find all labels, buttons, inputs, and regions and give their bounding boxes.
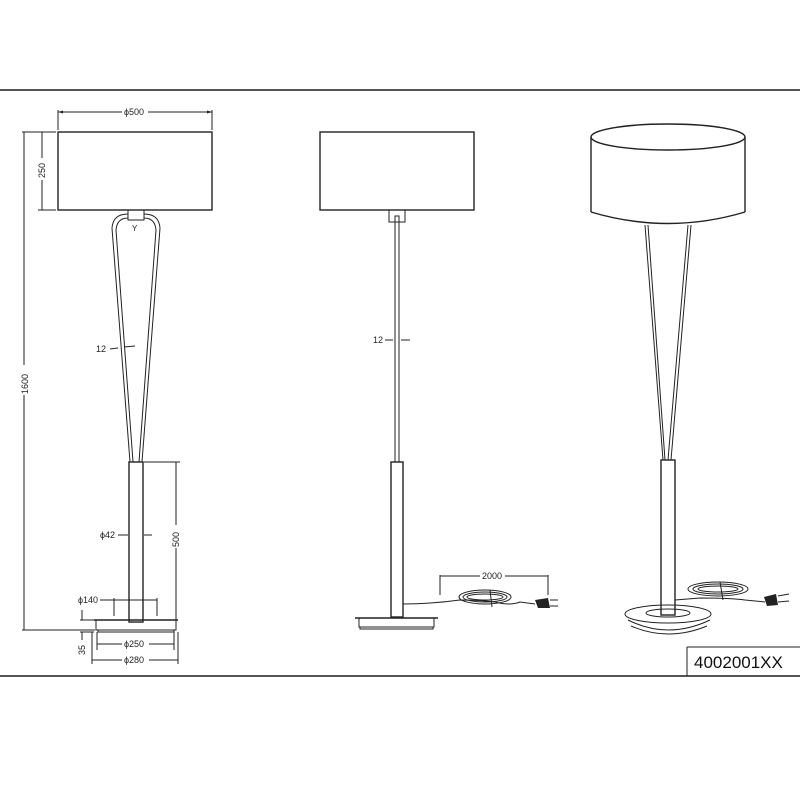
dim-base-height: 35: [77, 645, 87, 655]
lamp-shade-side: [319, 131, 475, 211]
perspective-view: [590, 123, 790, 635]
lamp-column-perspective: [660, 459, 676, 616]
front-view: ϕ500 250 1600 Y 12 500 ϕ42: [20, 107, 213, 665]
lamp-socket: [127, 209, 145, 221]
dim-column-height: 500: [171, 532, 181, 547]
dim-shade-diameter: ϕ500: [124, 107, 144, 117]
plug-icon: [535, 598, 550, 608]
dim-rod-width: 12: [96, 344, 106, 354]
lamp-column: [128, 461, 144, 623]
lamp-column-side: [390, 461, 404, 618]
lamp-shade: [57, 131, 213, 211]
dim-base-inner-diameter: ϕ250: [124, 639, 144, 649]
dim-total-height: 1600: [20, 374, 30, 394]
dim-inner-ring-diameter: ϕ140: [78, 595, 98, 605]
dim-column-diameter: ϕ42: [100, 530, 115, 540]
dim-base-outer-diameter: ϕ280: [124, 655, 144, 665]
plug-icon-perspective: [764, 594, 778, 606]
dim-shade-height: 250: [37, 163, 47, 178]
dim-rod-width-side: 12: [373, 335, 383, 345]
side-view: 12 2000: [319, 131, 558, 630]
shade-top-ellipse: [590, 123, 746, 151]
dim-cable-length: 2000: [482, 571, 502, 581]
product-code: 4002001XX: [694, 653, 783, 672]
svg-text:Y: Y: [132, 224, 138, 233]
